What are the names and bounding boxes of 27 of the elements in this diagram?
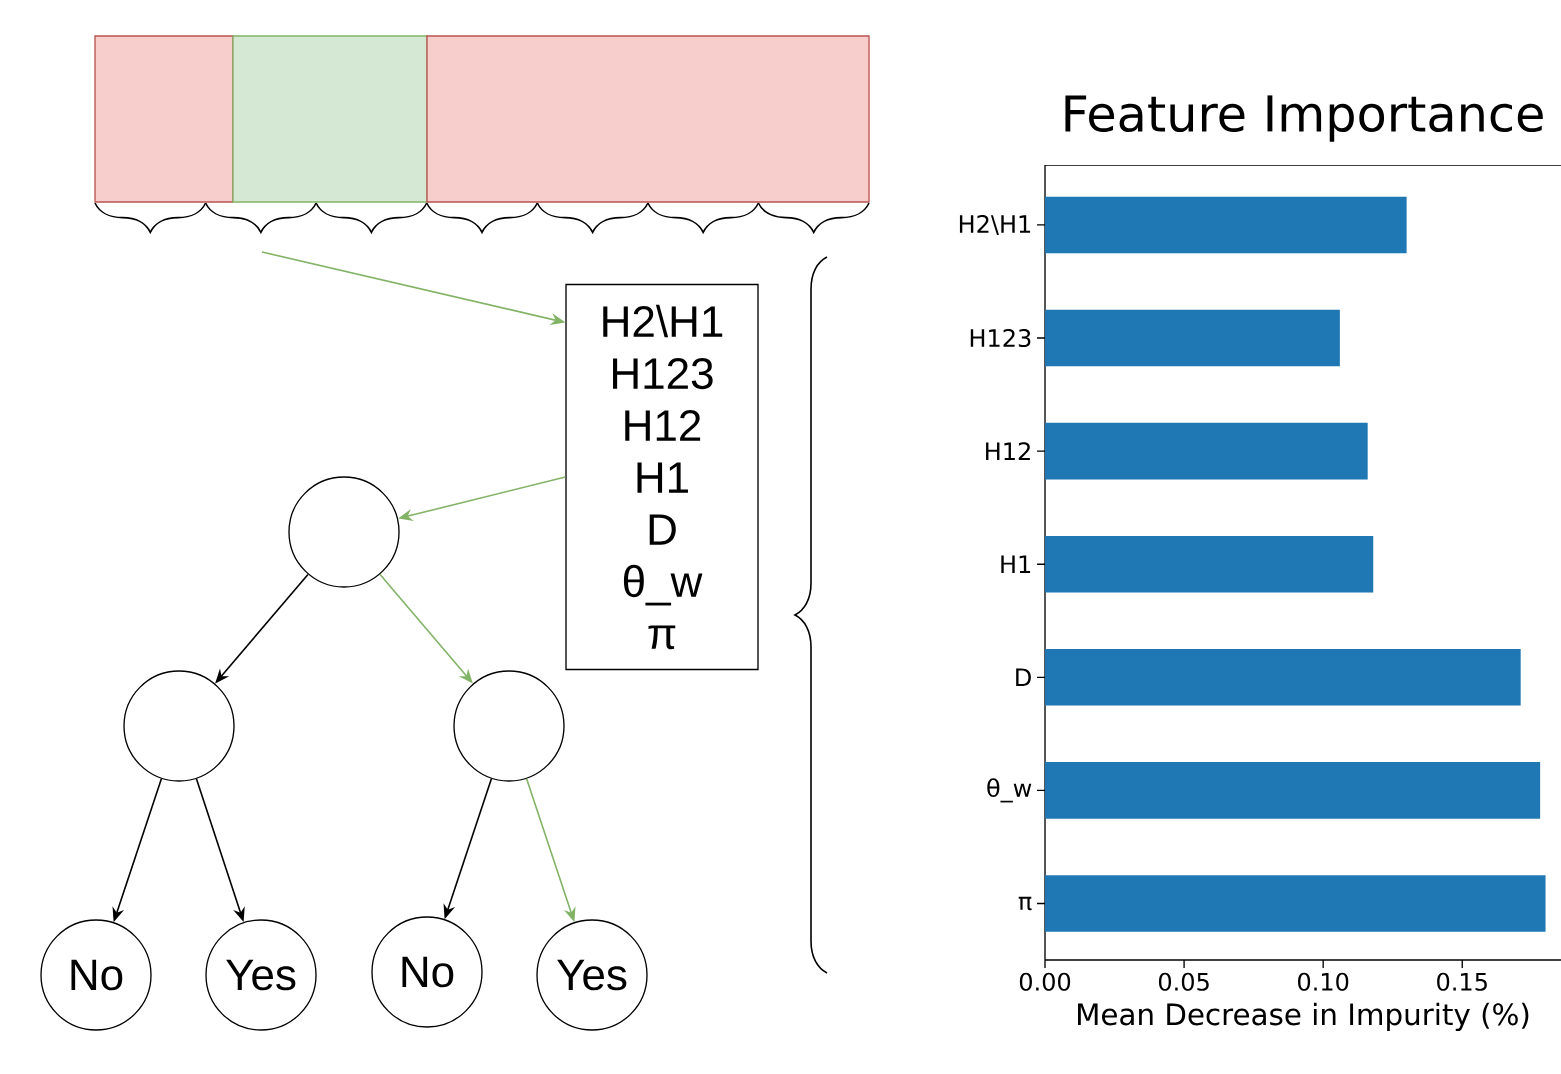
- y-tick-label: π: [1018, 896, 1032, 911]
- y-tick-label: H1: [1001, 555, 1031, 573]
- segment-box: [94, 35, 234, 203]
- y-tick-label: H2\H1: [959, 214, 1031, 235]
- bar: [1045, 196, 1407, 254]
- x-axis-title: Mean Decrease in Impurity (%): [1078, 1002, 1529, 1032]
- bar: [1045, 649, 1521, 706]
- y-tick-label: H123: [970, 328, 1031, 348]
- chart-title: Feature Importance: [1065, 95, 1543, 142]
- bar: [1045, 422, 1368, 480]
- y-tick-label: H12: [986, 442, 1030, 461]
- tree-node-circle: [123, 670, 235, 782]
- x-tick-label: 0.00: [1019, 972, 1071, 991]
- x-tick-label: 0.15: [1437, 972, 1487, 991]
- bar: [1045, 535, 1374, 593]
- bar: [1045, 762, 1541, 819]
- y-tick-label: D: [1016, 668, 1031, 687]
- segment-box: [426, 35, 870, 203]
- x-tick-label: 0.10: [1298, 972, 1349, 991]
- segment-box: [232, 35, 428, 203]
- bar: [1045, 309, 1340, 367]
- x-tick-label: 0.05: [1158, 972, 1209, 991]
- tree-node-circle: [288, 476, 400, 588]
- feature-list-box: H2\H1 H123 H12 H1 D θ_w π: [565, 283, 759, 671]
- y-tick-label: θ_w: [987, 778, 1032, 803]
- tree-node-circle: [453, 670, 565, 782]
- bar: [1045, 875, 1546, 932]
